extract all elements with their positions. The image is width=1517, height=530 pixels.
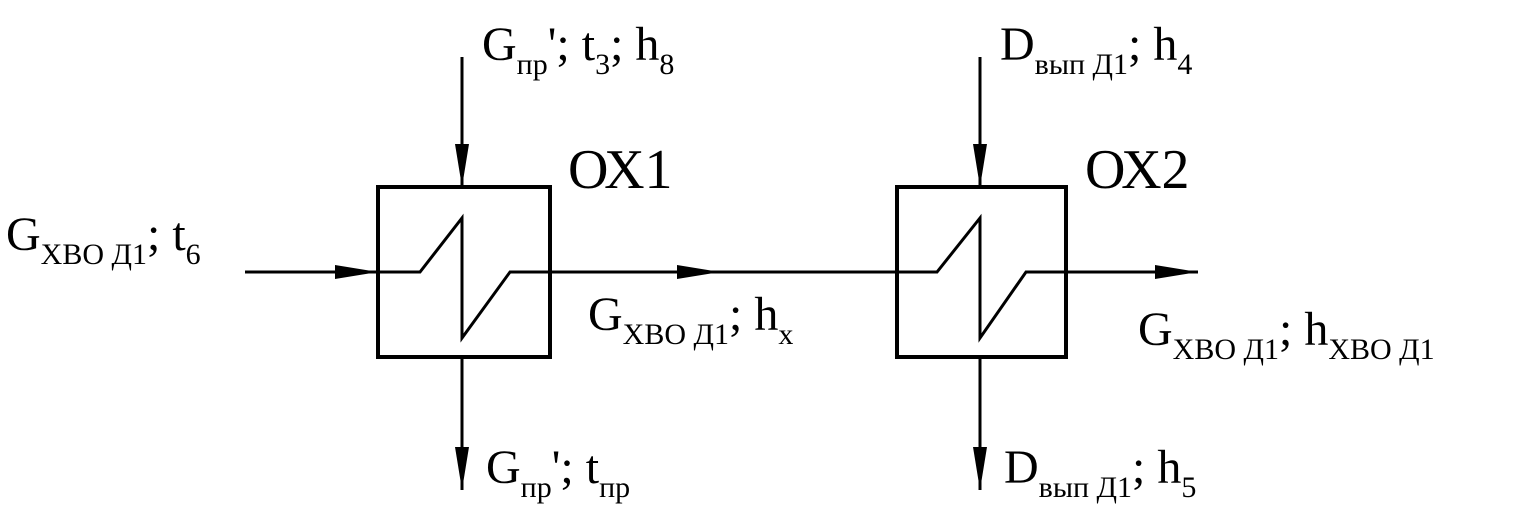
inlet-water-arrow bbox=[335, 265, 378, 279]
outlet-water-sep: ; h bbox=[1279, 303, 1328, 356]
inlet-water-sub2: 6 bbox=[186, 238, 201, 271]
exchanger-ox1-coil bbox=[378, 213, 550, 343]
purge-out-sep: '; t bbox=[552, 441, 600, 494]
vapor-in-sub1: вып Д1 bbox=[1035, 48, 1128, 81]
inlet-water-sub1: ХВО Д1 bbox=[41, 238, 147, 271]
purge-out-symbol: G bbox=[486, 441, 521, 494]
vapor-out-sub1: вып Д1 bbox=[1039, 471, 1132, 504]
mid-water-sub2: х bbox=[778, 318, 793, 351]
vapor-out-sep: ; h bbox=[1132, 441, 1181, 494]
purge-out-arrow bbox=[455, 447, 469, 490]
exchanger-ox1-title: ОХ1 bbox=[568, 139, 673, 201]
purge-in-sub2: 3 bbox=[595, 48, 610, 81]
exchanger-ox2-title: ОХ2 bbox=[1085, 139, 1190, 201]
vapor-out-symbol: D bbox=[1004, 441, 1039, 494]
outlet-water-sub2: ХВО Д1 bbox=[1328, 333, 1434, 366]
purge-in-sub3: 8 bbox=[659, 48, 674, 81]
vapor-in-arrow bbox=[973, 144, 987, 187]
mid-water-sub1: ХВО Д1 bbox=[623, 318, 729, 351]
mid-water-symbol: G bbox=[588, 288, 623, 341]
mid-water-arrow bbox=[677, 265, 720, 279]
purge-in-arrow bbox=[455, 144, 469, 187]
vapor-in-label: Dвып Д1; h4 bbox=[1000, 18, 1192, 81]
mid-water-label: GХВО Д1; hх bbox=[588, 288, 793, 351]
purge-out-sub2: пр bbox=[599, 471, 630, 504]
outlet-water-sub1: ХВО Д1 bbox=[1173, 333, 1279, 366]
purge-in-sep2: ; h bbox=[610, 18, 659, 71]
exchanger-ox2-coil bbox=[897, 213, 1066, 343]
purge-out-sub1: пр bbox=[521, 471, 552, 504]
purge-in-sub1: пр bbox=[517, 48, 548, 81]
inlet-water-sep: ; t bbox=[147, 208, 186, 261]
vapor-out-arrow bbox=[973, 447, 987, 490]
purge-out-label: Gпр'; tпр bbox=[486, 441, 630, 504]
outlet-water-arrow bbox=[1155, 265, 1198, 279]
inlet-water-label: GХВО Д1; t6 bbox=[6, 208, 201, 271]
outlet-water-symbol: G bbox=[1138, 303, 1173, 356]
mid-water-sep: ; h bbox=[729, 288, 778, 341]
purge-in-label: Gпр'; t3; h8 bbox=[482, 18, 674, 81]
purge-in-symbol: G bbox=[482, 18, 517, 71]
vapor-in-sub2: 4 bbox=[1177, 48, 1192, 81]
vapor-out-label: Dвып Д1; h5 bbox=[1004, 441, 1196, 504]
outlet-water-label: GХВО Д1; hХВО Д1 bbox=[1138, 303, 1435, 366]
vapor-in-sep: ; h bbox=[1128, 18, 1177, 71]
vapor-out-sub2: 5 bbox=[1181, 471, 1196, 504]
purge-in-sep: '; t bbox=[548, 18, 596, 71]
vapor-in-symbol: D bbox=[1000, 18, 1035, 71]
inlet-water-symbol: G bbox=[6, 208, 41, 261]
